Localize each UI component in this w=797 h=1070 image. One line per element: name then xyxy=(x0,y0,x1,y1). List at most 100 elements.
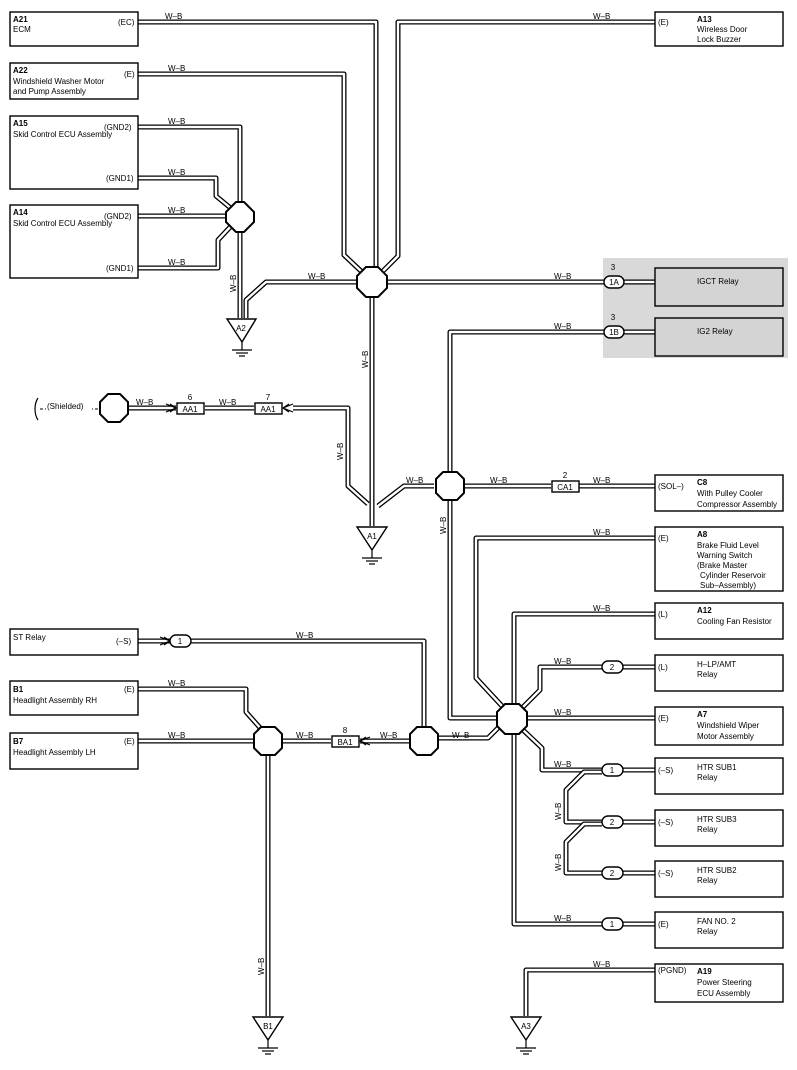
sub1-line1: HTR SUB1 xyxy=(697,763,737,772)
A7-line1: Windshield Wiper xyxy=(697,721,760,730)
ground-A1 xyxy=(355,526,389,552)
sub3-terminal: (–S) xyxy=(658,818,673,827)
splice-node-headlights xyxy=(253,726,283,756)
A7-id: A7 xyxy=(697,710,708,719)
CA1-pin: 2 xyxy=(563,471,568,480)
box-C8 xyxy=(654,474,784,512)
A19-line2: ECU Assembly xyxy=(697,989,750,998)
wire-label: W–B xyxy=(168,258,185,267)
box-B1 xyxy=(9,680,139,716)
igct-pin: 3 xyxy=(611,263,616,272)
pill-fan-no2 xyxy=(601,917,624,931)
A21-id: A21 xyxy=(13,15,28,24)
pill-fan-no2-label: 1 xyxy=(610,920,615,929)
AA1-b-label: AA1 xyxy=(260,405,276,414)
A14-id: A14 xyxy=(13,208,28,217)
wire-label: W–B xyxy=(361,351,370,368)
wire-label: W–B xyxy=(554,657,571,666)
splice-nodes xyxy=(99,201,528,756)
A13-line1: Wireless Door xyxy=(697,25,748,34)
box-A15 xyxy=(9,115,139,190)
wires xyxy=(128,19,655,1016)
AA1-a-pin: 6 xyxy=(188,393,193,402)
box-A8 xyxy=(654,526,784,592)
wire-label: W–B xyxy=(168,117,185,126)
splice-node-st-relay xyxy=(409,726,439,756)
A15-gnd1: (GND1) xyxy=(106,174,134,183)
wire-label: W–B xyxy=(554,803,563,820)
wire-label: W–B xyxy=(168,206,185,215)
wire-label: W–B xyxy=(554,914,571,923)
sub2-line2: Relay xyxy=(697,876,717,885)
pill-st-relay-label: 1 xyxy=(178,637,183,646)
connector-AA1-a xyxy=(176,402,205,415)
A19-id: A19 xyxy=(697,967,712,976)
A7-terminal: (E) xyxy=(658,714,669,723)
A22-line1: Windshield Washer Motor xyxy=(13,77,105,86)
A8-line4: Cylinder Reservoir xyxy=(700,571,766,580)
pill-connectors: 1 2 1 2 2 1 xyxy=(169,634,624,931)
CA1-label: CA1 xyxy=(557,483,573,492)
fan2-line2: Relay xyxy=(697,927,717,936)
connector-1B xyxy=(603,325,625,339)
B1-id: B1 xyxy=(13,685,24,694)
sub1-terminal: (–S) xyxy=(658,766,673,775)
A12-terminal: (L) xyxy=(658,610,668,619)
B1-terminal: (E) xyxy=(124,685,135,694)
ground-A3-label: A3 xyxy=(521,1022,531,1031)
C8-line1: With Pulley Cooler xyxy=(697,489,763,498)
wire-label: W–B xyxy=(380,731,397,740)
ground-A1-label: A1 xyxy=(367,532,377,541)
wire-label: W–B xyxy=(165,12,182,21)
st-relay-name: ST Relay xyxy=(13,633,46,642)
st-relay-terminal: (–S) xyxy=(116,637,131,646)
wire-label: W–B xyxy=(406,476,423,485)
connector-CA1 xyxy=(551,480,580,493)
connector-1A xyxy=(603,275,625,289)
box-htr-sub1 xyxy=(654,757,784,795)
component-boxes xyxy=(9,11,784,1003)
A21-name: ECM xyxy=(13,25,31,34)
fan2-line1: FAN NO. 2 xyxy=(697,917,736,926)
ig2-pin: 3 xyxy=(611,313,616,322)
A13-line2: Lock Buzzer xyxy=(697,35,741,44)
sub3-line2: Relay xyxy=(697,825,717,834)
A8-line3: (Brake Master xyxy=(697,561,748,570)
B1-name: Headlight Assembly RH xyxy=(13,696,97,705)
relay-connectors: 3 1A 3 1B xyxy=(603,263,625,339)
BA1-label: BA1 xyxy=(337,738,353,747)
box-st-relay xyxy=(9,628,139,656)
A15-id: A15 xyxy=(13,119,28,128)
splice-node-ig2 xyxy=(435,471,465,501)
A13-terminal: (E) xyxy=(658,18,669,27)
pill-htr-sub3-label: 2 xyxy=(610,818,615,827)
C8-terminal: (SOL–) xyxy=(658,482,684,491)
wire-label: W–B xyxy=(296,731,313,740)
shielded-label: (Shielded) xyxy=(47,402,84,411)
shielded-section: (Shielded) xyxy=(34,397,100,421)
A22-id: A22 xyxy=(13,66,28,75)
wire-label: W–B xyxy=(554,760,571,769)
B7-terminal: (E) xyxy=(124,737,135,746)
splice-node-shielded xyxy=(99,393,129,423)
sub1-line2: Relay xyxy=(697,773,717,782)
pill-st-relay xyxy=(169,634,192,648)
A21-terminal: (EC) xyxy=(118,18,135,27)
connector-1A-label: 1A xyxy=(609,278,619,287)
A22-line2: and Pump Assembly xyxy=(13,87,86,96)
pill-hlp-amt-label: 2 xyxy=(610,663,615,672)
AA1-a-label: AA1 xyxy=(182,405,198,414)
A22-terminal: (E) xyxy=(124,70,135,79)
wire-label: W–B xyxy=(168,64,185,73)
component-labels: A21 ECM (EC) A22 Windshield Washer Motor… xyxy=(13,15,777,998)
A8-line5: Sub–Assembly) xyxy=(700,581,756,590)
wire-label: W–B xyxy=(554,708,571,717)
wire-label: W–B xyxy=(593,12,610,21)
box-ig2-relay xyxy=(654,317,784,357)
ground-A2-label: A2 xyxy=(236,324,246,333)
box-htr-sub2 xyxy=(654,860,784,898)
C8-id: C8 xyxy=(697,478,708,487)
A8-id: A8 xyxy=(697,530,708,539)
hlp-terminal: (L) xyxy=(658,663,668,672)
AA1-b-pin: 7 xyxy=(266,393,271,402)
